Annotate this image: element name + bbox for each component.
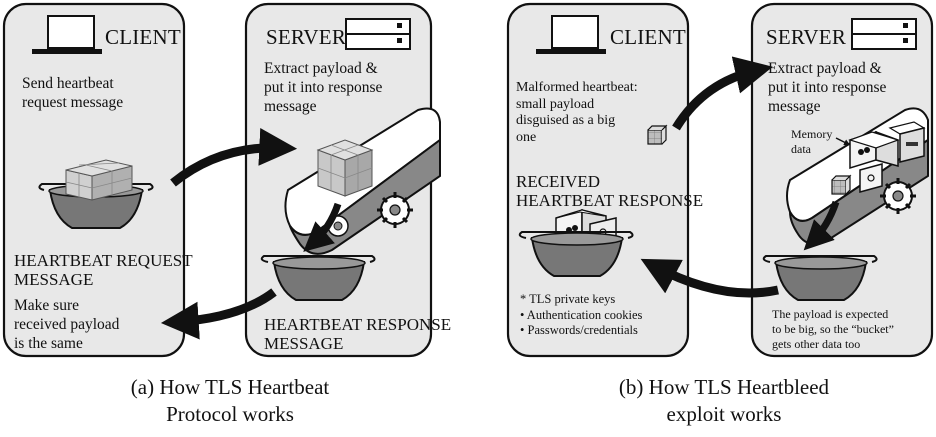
memory-pointer xyxy=(835,137,851,146)
server-icon xyxy=(345,18,411,50)
bucket-icon xyxy=(518,231,634,277)
leak-list-b: * TLS private keys • Authentication cook… xyxy=(520,292,643,337)
arrow-to-server-a xyxy=(170,128,298,187)
make-sure-text-a: Make sure received payload is the same xyxy=(14,297,120,352)
caption-a: (a) How TLS Heartbeat Protocol works xyxy=(130,375,330,426)
gear-icon xyxy=(880,178,916,214)
cube-icon xyxy=(848,121,926,193)
caption-b: (b) How TLS Heartbleed exploit works xyxy=(618,375,830,426)
extract-text-a: Extract payload & put it into response m… xyxy=(264,60,383,115)
arrow-to-server-b xyxy=(672,56,773,131)
gear-icon xyxy=(377,192,413,228)
server-icon xyxy=(851,18,917,50)
bucket-icon xyxy=(260,255,376,301)
client-label-b: CLIENT xyxy=(610,25,686,49)
arrow-to-bucket-b xyxy=(803,200,840,251)
laptop-icon xyxy=(32,15,102,54)
arrow-to-bucket-a xyxy=(303,202,342,252)
send-text-a: Send heartbeat request message xyxy=(22,75,124,111)
malformed-text-b: Malformed heartbeat: small payload disgu… xyxy=(516,80,638,145)
memory-label-b: Memory data xyxy=(791,127,833,156)
server-label-b: SERVER xyxy=(766,25,847,49)
response-label-a: HEARTBEAT RESPONSE MESSAGE xyxy=(264,315,452,353)
extract-text-b: Extract payload & put it into response m… xyxy=(768,60,887,115)
bucket-icon xyxy=(762,255,878,301)
expected-text-b: The payload is expected to be big, so th… xyxy=(772,307,894,351)
received-label-b: RECEIVED HEARTBEAT RESPONSE xyxy=(516,172,704,210)
request-label-a: HEARTBEAT REQUEST MESSAGE xyxy=(14,251,193,289)
cube-icon xyxy=(647,124,668,145)
server-label-a: SERVER xyxy=(266,25,347,49)
laptop-icon xyxy=(536,15,606,54)
client-label-a: CLIENT xyxy=(105,25,181,49)
cube-icon xyxy=(316,139,374,197)
cube-icon xyxy=(65,159,133,201)
arrow-to-client-a xyxy=(160,288,277,340)
arrow-to-client-b xyxy=(640,258,779,298)
cube-icon xyxy=(831,174,852,195)
